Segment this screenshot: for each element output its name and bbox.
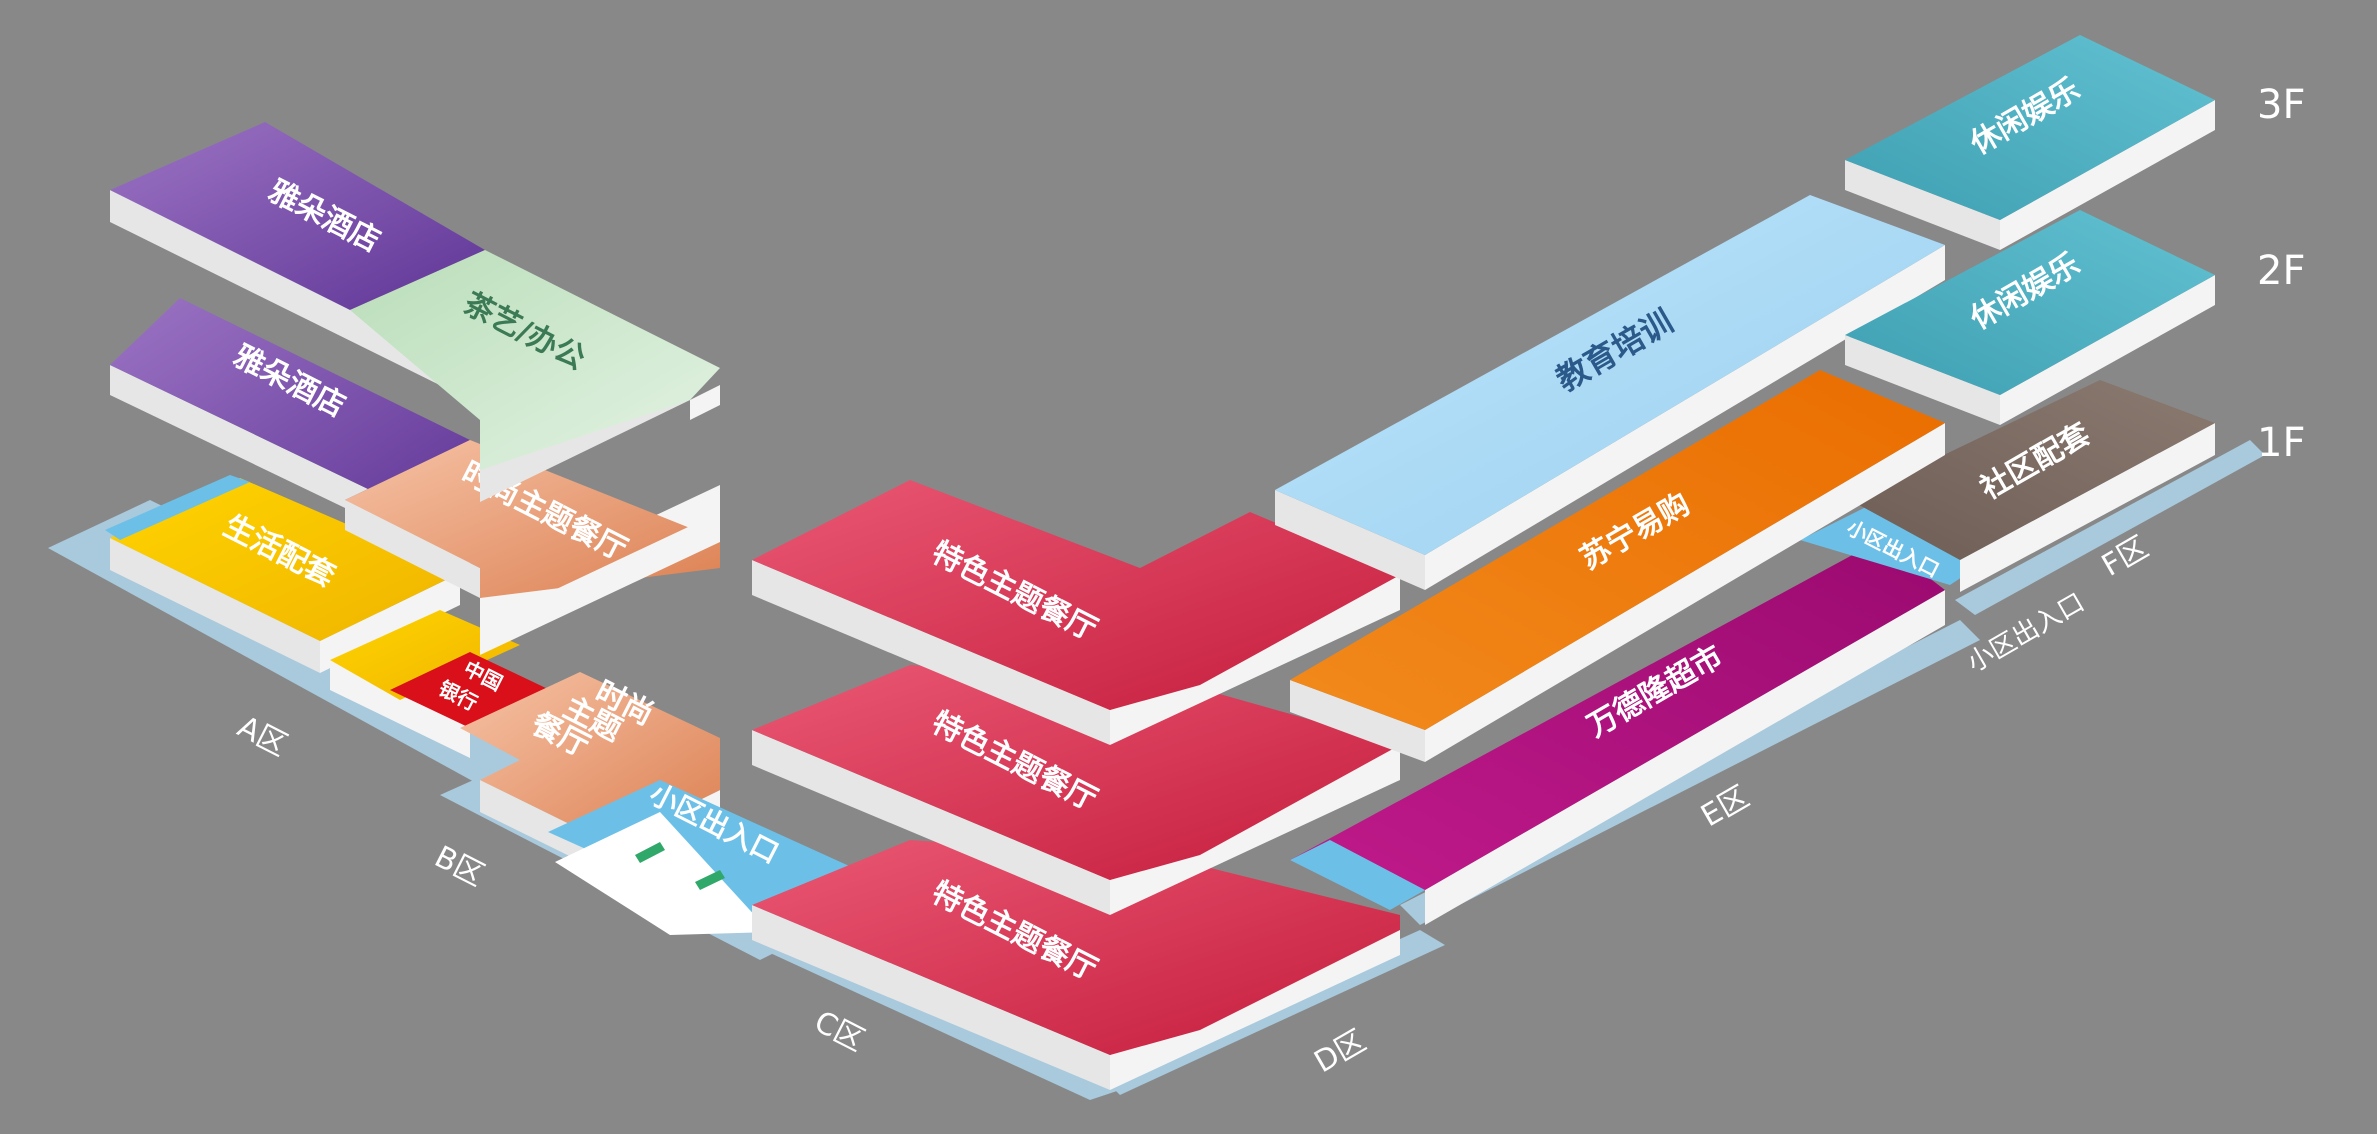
education-block[interactable]: 教育培训 xyxy=(1275,195,1945,590)
floor-label-3f: 3F xyxy=(2257,82,2305,128)
hotel-3f-block[interactable]: 雅朵酒店 xyxy=(110,122,485,405)
leisure-3f-block[interactable]: 休闲娱乐 xyxy=(1845,35,2215,250)
entrance-arrow-icon xyxy=(695,870,725,890)
zone-label-e: E区 xyxy=(1695,779,1755,834)
themed-dining-2f-block[interactable]: 特色主题餐厅 xyxy=(752,665,1400,915)
community-support-block[interactable]: 社区配套 xyxy=(1850,380,2215,592)
floor-label-1f: 1F xyxy=(2257,420,2305,466)
zone-label-b: B区 xyxy=(429,839,490,893)
zone-label-d: D区 xyxy=(1309,1023,1372,1080)
floor-label-2f: 2F xyxy=(2257,248,2305,294)
entrance-arrow-icon xyxy=(635,842,665,863)
entrance-strip-a xyxy=(105,475,250,540)
zone-label-c: C区 xyxy=(809,1004,870,1058)
tea-office-block[interactable]: 茶艺/办公 xyxy=(350,250,720,502)
suning-block[interactable]: 苏宁易购 xyxy=(1290,370,1945,762)
themed-dining-1f-block[interactable]: 特色主题餐厅 xyxy=(752,840,1400,1090)
themed-dining-3f-block[interactable]: 特色主题餐厅 xyxy=(752,480,1400,745)
leisure-2f-block[interactable]: 休闲娱乐 xyxy=(1845,210,2215,425)
zone-label-a: A区 xyxy=(232,709,293,763)
living-support-block[interactable]: 生活配套 xyxy=(110,478,460,673)
